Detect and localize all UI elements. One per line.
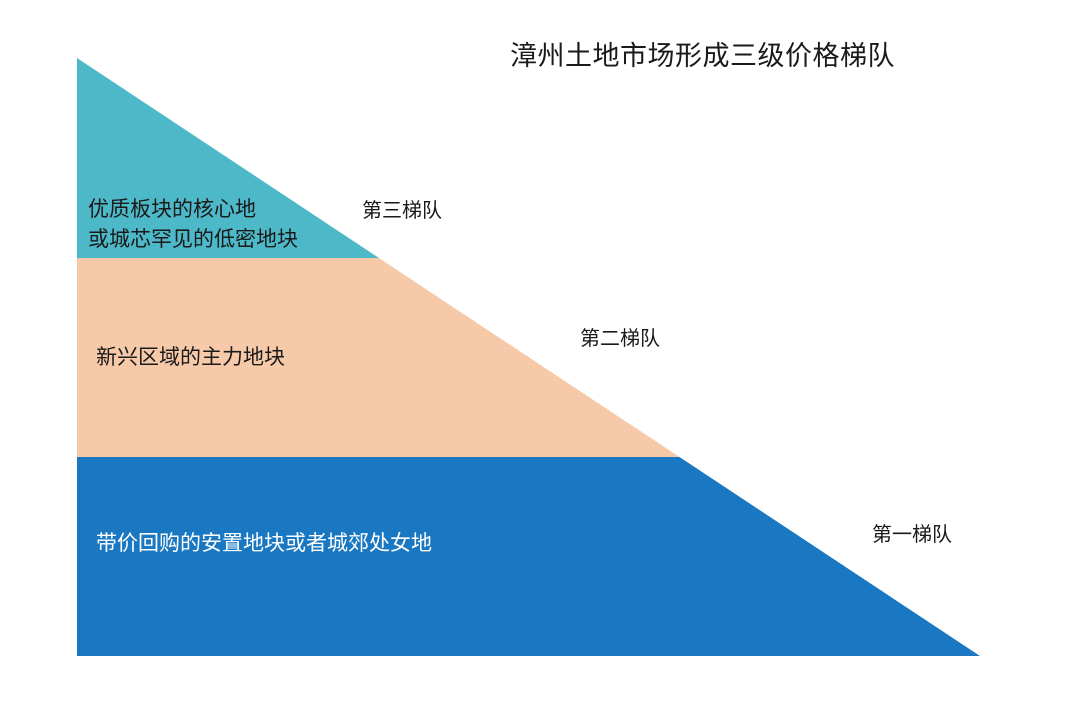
- tier-band-second: [77, 258, 680, 457]
- tier-description-first: 带价回购的安置地块或者城郊处女地: [96, 528, 432, 558]
- tier-description-second: 新兴区域的主力地块: [96, 342, 285, 372]
- tier-label-first: 第一梯队: [872, 522, 952, 546]
- tier-band-first: [77, 457, 980, 656]
- diagram-title: 漳州土地市场形成三级价格梯队: [510, 41, 895, 72]
- tier-label-second: 第二梯队: [580, 326, 660, 350]
- tier-description-third: 优质板块的核心地 或城芯罕见的低密地块: [88, 194, 298, 254]
- tier-description-line: 带价回购的安置地块或者城郊处女地: [96, 531, 432, 555]
- tier-description-line: 或城芯罕见的低密地块: [88, 227, 298, 251]
- tier-label-third: 第三梯队: [362, 198, 442, 222]
- tier-band-third: [77, 58, 380, 258]
- tier-description-line: 优质板块的核心地: [88, 197, 256, 221]
- tier-description-line: 新兴区域的主力地块: [96, 345, 285, 369]
